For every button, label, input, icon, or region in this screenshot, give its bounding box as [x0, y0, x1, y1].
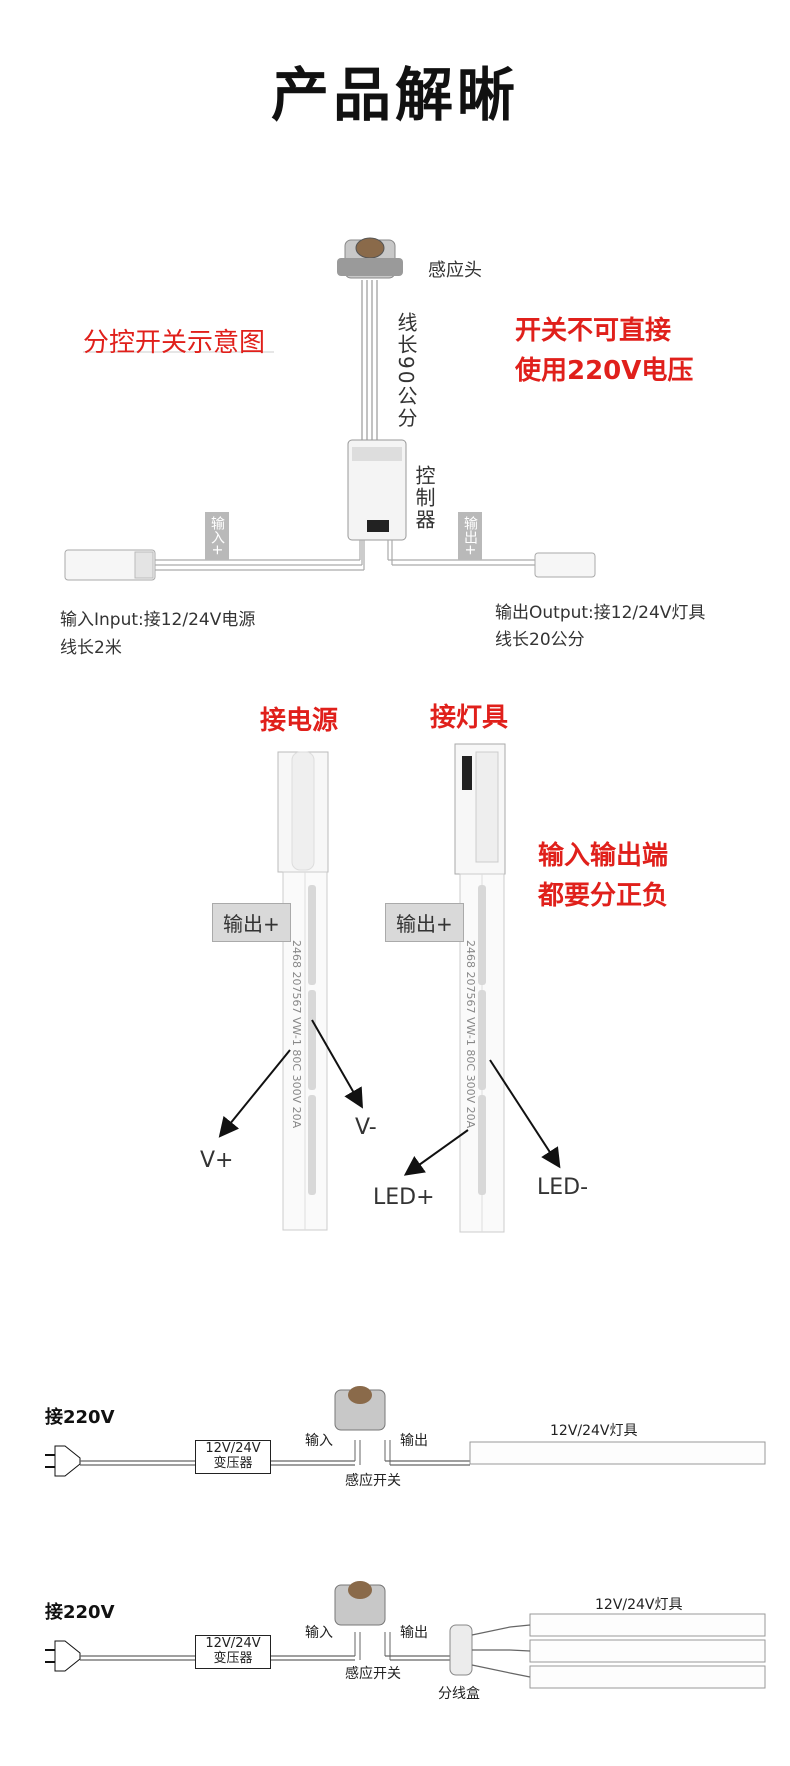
switch-label-b: 感应开关: [345, 1666, 401, 1682]
mains-label-b: 接220V: [45, 1602, 115, 1623]
output-connector-image: [534, 552, 596, 578]
output-tag: 输出+: [458, 512, 482, 560]
transformer-a-line2: 变压器: [213, 1456, 253, 1471]
input-label-b: 输入: [305, 1625, 333, 1641]
sensor-head-image: [337, 237, 403, 279]
vplus-arrow: [218, 1049, 291, 1138]
light-strip-a: [469, 1441, 766, 1465]
transformer-a-line1: 12V/24V: [205, 1441, 261, 1456]
output-wire: [387, 540, 535, 566]
sensor-label: 感应头: [428, 260, 482, 281]
output-desc-line2: 线长20公分: [495, 630, 585, 650]
page-title: 产品解晰: [270, 61, 519, 129]
input-tag: 输入+: [205, 512, 229, 560]
warning-line2: 使用220V电压: [515, 356, 694, 386]
left-output-tag: 输出+: [212, 903, 291, 942]
left-wire-print: 2468 207567 VW-1 80C 300V 20A: [290, 940, 303, 1129]
note-line2: 都要分正负: [538, 881, 669, 911]
light-label-a: 12V/24V灯具: [550, 1423, 638, 1439]
wire-length-top: 线长90公分: [394, 312, 418, 430]
transformer-b: 12V/24V 变压器: [195, 1635, 271, 1669]
vminus-label: V-: [355, 1115, 377, 1140]
ledplus-arrow: [403, 1129, 469, 1176]
light-strip-b2: [529, 1639, 766, 1663]
power-title: 接电源: [260, 706, 339, 736]
controller-image: [347, 439, 407, 541]
ledminus-label: LED-: [537, 1175, 589, 1200]
output-label-a: 输出: [400, 1433, 428, 1449]
warning-line1: 开关不可直接: [515, 316, 672, 346]
power-plug-image: [277, 751, 329, 873]
transformer-a: 12V/24V 变压器: [195, 1440, 271, 1474]
light-strip-b3: [529, 1665, 766, 1689]
switch-label-a: 感应开关: [345, 1473, 401, 1489]
mains-plug-b: [45, 1640, 81, 1672]
light-wire: [459, 873, 505, 1233]
mains-plug-a: [45, 1445, 81, 1477]
mains-label-a: 接220V: [45, 1407, 115, 1428]
right-wire-print: 2468 207567 VW-1 80C 300V 20A: [464, 940, 477, 1129]
output-desc-line1: 输出Output:接12/24V灯具: [495, 603, 706, 623]
ledplus-label: LED+: [373, 1185, 435, 1210]
ledminus-arrow: [489, 1059, 561, 1169]
light-label-b: 12V/24V灯具: [595, 1597, 683, 1613]
sensor-wire: [361, 280, 378, 440]
light-strip-b1: [529, 1613, 766, 1637]
right-output-tag: 输出+: [385, 903, 464, 942]
sensor-switch-b: [334, 1581, 386, 1626]
light-plug-image: [454, 743, 506, 875]
note-line1: 输入输出端: [538, 841, 669, 871]
input-desc-line2: 线长2米: [60, 638, 122, 658]
input-desc-line1: 输入Input:接12/24V电源: [60, 610, 256, 630]
controller-label: 控制器: [412, 465, 436, 531]
vplus-label: V+: [200, 1148, 234, 1173]
input-label-a: 输入: [305, 1433, 333, 1449]
legend-title: 分控开关示意图: [83, 328, 266, 358]
sensor-switch-a: [334, 1386, 386, 1431]
light-title: 接灯具: [430, 703, 509, 733]
vminus-arrow: [311, 1019, 363, 1109]
input-wire: [155, 540, 365, 571]
transformer-b-line2: 变压器: [213, 1651, 253, 1666]
transformer-b-line1: 12V/24V: [205, 1636, 261, 1651]
input-connector-image: [64, 549, 156, 581]
output-label-b: 输出: [400, 1625, 428, 1641]
splitter-label-b: 分线盒: [438, 1686, 480, 1702]
splitter-box: [449, 1624, 473, 1676]
